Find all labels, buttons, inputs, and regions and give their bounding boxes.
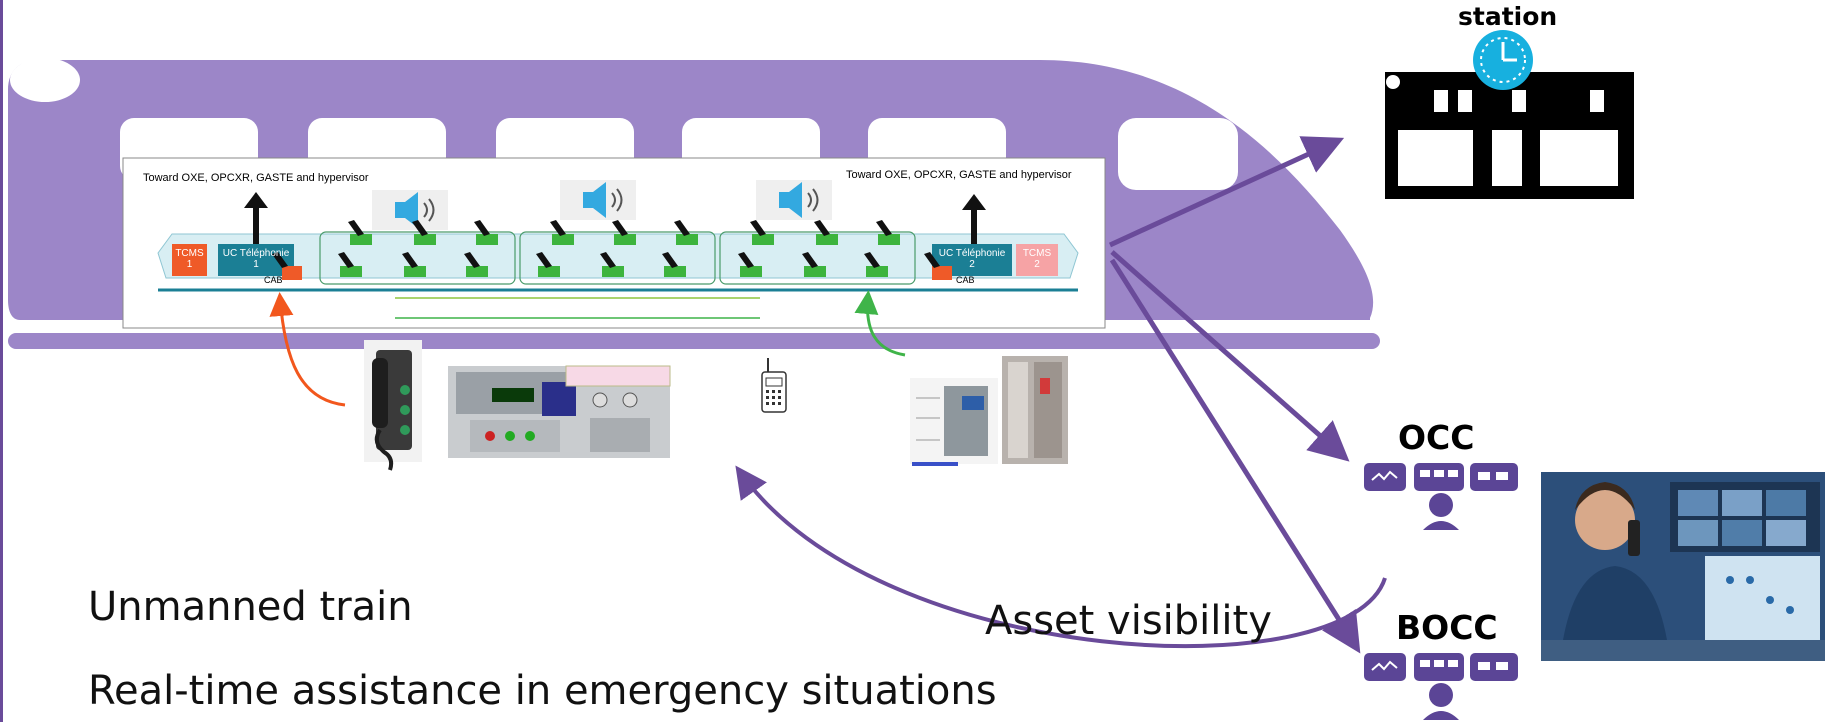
handset-icon bbox=[402, 252, 426, 277]
train-rail bbox=[8, 333, 1380, 349]
handset-icon bbox=[802, 252, 826, 277]
handset-icon bbox=[474, 220, 498, 245]
uc-telephonie-2-label: UC Téléphonie 2 bbox=[938, 248, 1006, 270]
arrow-to-station bbox=[1108, 136, 1345, 248]
station-building-icon bbox=[1385, 72, 1634, 199]
walkie-talkie-icon bbox=[761, 358, 787, 413]
bocc-control-center-icon bbox=[1364, 653, 1518, 720]
handset-icon bbox=[550, 220, 574, 245]
train-headlight bbox=[10, 58, 80, 102]
handset-icon bbox=[464, 252, 488, 277]
tcms-2-box bbox=[1016, 244, 1058, 276]
train-window bbox=[1118, 118, 1238, 190]
handset-icon bbox=[814, 220, 838, 245]
speaker-icon bbox=[560, 180, 636, 220]
arrow-to-occ bbox=[1110, 250, 1350, 462]
occ-label: OCC bbox=[1398, 418, 1475, 457]
green-link-arrow bbox=[854, 290, 906, 357]
handset-icon bbox=[412, 220, 436, 245]
cab-label-left: CAB bbox=[264, 275, 283, 285]
speaker-icon bbox=[756, 180, 832, 220]
tcms-1-box bbox=[172, 244, 207, 276]
operator-photo bbox=[1541, 472, 1825, 661]
clock-icon bbox=[1473, 30, 1533, 90]
cab-handset-left bbox=[272, 252, 302, 280]
arrow-to-bocc bbox=[1109, 258, 1361, 654]
caption-real-time-assistance: Real-time assistance in emergency situat… bbox=[88, 668, 997, 714]
handset-icon bbox=[750, 220, 774, 245]
speaker-icon bbox=[372, 190, 448, 230]
bocc-label: BOCC bbox=[1396, 608, 1498, 647]
handset-icon bbox=[876, 220, 900, 245]
toward-label-right: Toward OXE, OPCXR, GASTE and hypervisor bbox=[846, 169, 1072, 181]
handset-icon bbox=[348, 220, 372, 245]
asset-visibility-label: Asset visibility bbox=[985, 598, 1272, 644]
tcms-2-label: TCMS 2 bbox=[1022, 248, 1052, 270]
toward-label-left: Toward OXE, OPCXR, GASTE and hypervisor bbox=[143, 172, 369, 184]
cab-handset-right bbox=[924, 252, 952, 280]
slide-left-border bbox=[0, 0, 3, 722]
caption-unmanned-train: Unmanned train bbox=[88, 584, 413, 630]
tcms-1-label: TCMS 1 bbox=[175, 248, 204, 270]
handset-icon bbox=[738, 252, 762, 277]
handset-icon bbox=[338, 252, 362, 277]
handset-icon bbox=[674, 220, 698, 245]
handset-icon bbox=[536, 252, 560, 277]
station-label: station bbox=[1458, 2, 1558, 31]
cab-label-right: CAB bbox=[956, 275, 975, 285]
uc-telephonie-1-label: UC Téléphonie 1 bbox=[222, 248, 290, 270]
emergency-device-photo bbox=[910, 356, 1068, 466]
handset-icon bbox=[600, 252, 624, 277]
occ-control-center-icon bbox=[1364, 463, 1518, 530]
handset-icon bbox=[864, 252, 888, 277]
intercom-handset-photo bbox=[364, 340, 422, 471]
handset-icon bbox=[662, 252, 686, 277]
asset-visibility-arrow bbox=[735, 465, 1387, 648]
orange-link-arrow bbox=[269, 292, 346, 407]
driver-console-photo bbox=[448, 365, 671, 458]
handset-icon bbox=[612, 220, 636, 245]
